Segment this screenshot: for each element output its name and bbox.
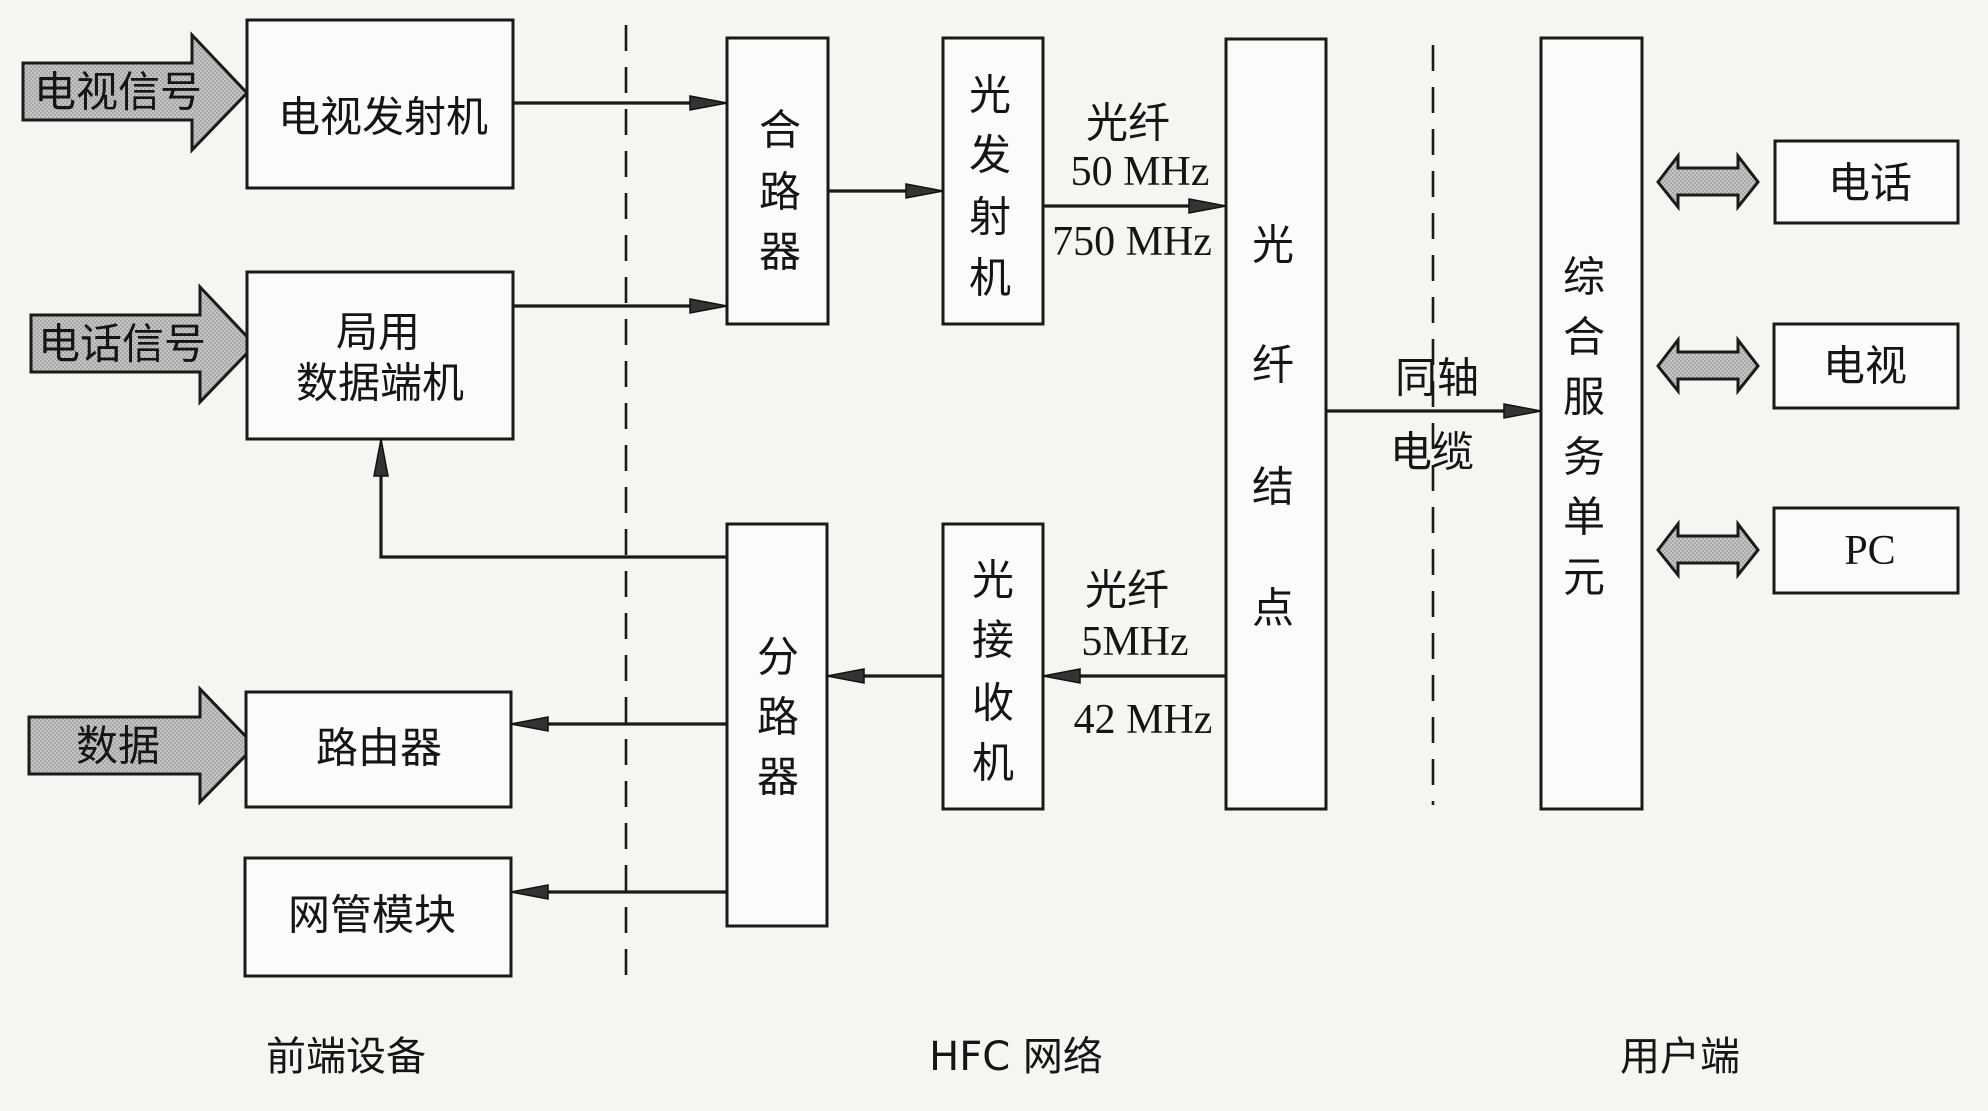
optical-receiver-char: 光: [972, 556, 1014, 605]
splitter-block: 分 路 器: [725, 522, 829, 928]
nms-module-label: 网管模块: [288, 891, 456, 940]
optical-transmitter-block: 光 发 射 机: [941, 36, 1045, 326]
tv-signal-label: 电视信号: [34, 68, 202, 117]
upstream-low-freq-label: 5MHz: [1081, 619, 1188, 665]
downstream-fiber-arrow: [1043, 198, 1227, 214]
service-unit-char: 服: [1563, 373, 1605, 422]
section-label-hfc: HFC 网络: [929, 1034, 1103, 1080]
optical-receiver-char: 机: [972, 739, 1014, 788]
splitter-to-terminal-arrow: [373, 438, 727, 559]
phone-bidirectional-arrow: [1656, 151, 1760, 212]
downstream-low-freq-label: 50 MHz: [1071, 149, 1210, 195]
combiner-char: 路: [759, 168, 801, 217]
fiber-node-char: 纤: [1252, 341, 1294, 390]
upstream-medium-label: 光纤: [1085, 566, 1169, 615]
service-unit-char: 综: [1563, 253, 1605, 302]
splitter-char: 分: [757, 633, 799, 682]
nms-module-block: 网管模块: [243, 856, 513, 978]
pc-block: PC: [1772, 506, 1960, 595]
coax-label-line1: 同轴: [1395, 354, 1479, 403]
splitter-char: 器: [757, 753, 799, 802]
splitter-to-router-arrow: [510, 716, 727, 732]
terminal-to-combiner-arrow: [513, 298, 728, 314]
phone-label: 电话: [1828, 159, 1912, 208]
coax-label-line2: 电缆: [1390, 428, 1474, 477]
fiber-node-char: 结: [1252, 463, 1294, 512]
service-unit-char: 单: [1563, 493, 1605, 542]
optical-transmitter-char: 光: [969, 71, 1011, 120]
combiner-block: 合 路 器: [725, 36, 830, 326]
combiner-char: 合: [759, 106, 801, 155]
tv-transmitter-label: 电视发射机: [278, 93, 488, 142]
optical-receiver-char: 接: [972, 616, 1014, 665]
integrated-service-unit-block: 综 合 服 务 单 元: [1539, 36, 1644, 811]
tv-block: 电视: [1772, 322, 1960, 410]
phone-signal-input-arrow: 电话信号: [29, 283, 258, 406]
phone-signal-label: 电话信号: [38, 320, 206, 369]
data-input-arrow: 数据: [27, 685, 258, 806]
tv-bidirectional-arrow: [1656, 335, 1760, 396]
receiver-to-splitter-arrow: [826, 668, 943, 684]
optical-receiver-block: 光 接 收 机: [941, 522, 1045, 811]
pc-bidirectional-arrow: [1656, 519, 1760, 580]
router-label: 路由器: [316, 724, 442, 773]
pc-label: PC: [1844, 528, 1895, 574]
data-terminal-label-line2: 数据端机: [296, 359, 464, 408]
optical-transmitter-char: 发: [969, 131, 1011, 180]
service-unit-char: 务: [1563, 433, 1605, 482]
tv-label: 电视: [1823, 342, 1907, 391]
splitter-char: 路: [757, 693, 799, 742]
combiner-char: 器: [759, 228, 801, 277]
data-terminal-block: 局用 数据端机: [245, 270, 515, 441]
data-terminal-label-line1: 局用: [336, 308, 420, 357]
router-block: 路由器: [244, 690, 513, 809]
tv-signal-input-arrow: 电视信号: [21, 31, 250, 154]
section-label-user: 用户端: [1620, 1034, 1740, 1080]
fiber-node-char: 点: [1252, 584, 1294, 633]
upstream-high-freq-label: 42 MHz: [1074, 697, 1213, 743]
data-label: 数据: [76, 722, 160, 771]
upstream-fiber-arrow: [1042, 668, 1226, 684]
phone-block: 电话: [1773, 139, 1960, 225]
fiber-node-block: 光 纤 结 点: [1224, 37, 1328, 811]
service-unit-char: 合: [1563, 313, 1605, 362]
downstream-medium-label: 光纤: [1086, 99, 1170, 148]
tv-to-combiner-arrow: [513, 95, 728, 111]
optical-transmitter-char: 机: [969, 254, 1011, 303]
tv-transmitter-block: 电视发射机: [245, 18, 515, 190]
fiber-node-char: 光: [1252, 221, 1294, 270]
optical-transmitter-char: 射: [969, 193, 1011, 242]
splitter-to-nms-arrow: [510, 884, 727, 900]
combiner-to-transmitter-arrow: [828, 183, 944, 199]
section-label-headend: 前端设备: [266, 1034, 426, 1080]
downstream-high-freq-label: 750 MHz: [1052, 219, 1212, 265]
service-unit-char: 元: [1563, 553, 1605, 602]
coax-cable-arrow: [1326, 403, 1542, 419]
optical-receiver-char: 收: [972, 679, 1014, 728]
